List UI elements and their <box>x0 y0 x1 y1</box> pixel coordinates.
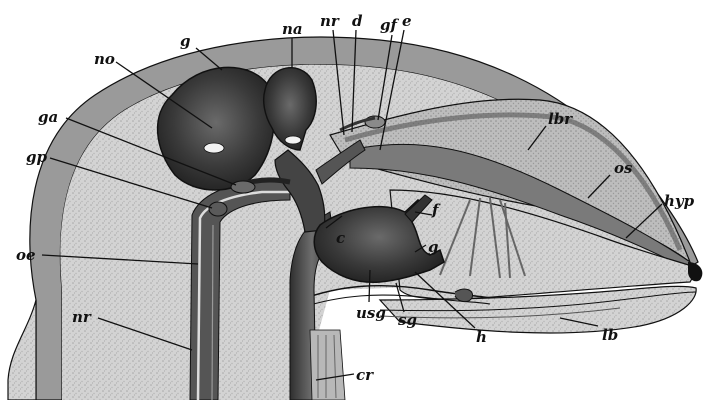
label-os: os <box>614 159 633 177</box>
label-cr: cr <box>356 366 374 384</box>
label-e: e <box>402 12 412 30</box>
label-nr-top: nr <box>320 12 340 30</box>
label-nr-left: nr <box>72 308 92 326</box>
label-oe: oe <box>16 246 36 264</box>
label-sg: sg <box>398 311 417 329</box>
label-g-mid: g <box>428 238 439 256</box>
label-hyp: hyp <box>664 192 695 210</box>
label-gf: gf <box>380 16 399 34</box>
label-h: h <box>476 328 487 346</box>
label-na: na <box>282 20 303 38</box>
label-lb: lb <box>602 326 618 344</box>
label-ga: ga <box>38 108 58 126</box>
label-g-brain: g <box>180 32 191 50</box>
label-gp: gp <box>26 148 47 166</box>
label-c: c <box>336 229 345 247</box>
label-lbr: lbr <box>548 110 573 128</box>
label-d: d <box>352 12 363 30</box>
label-no: no <box>94 50 115 68</box>
label-usg: usg <box>356 304 386 322</box>
